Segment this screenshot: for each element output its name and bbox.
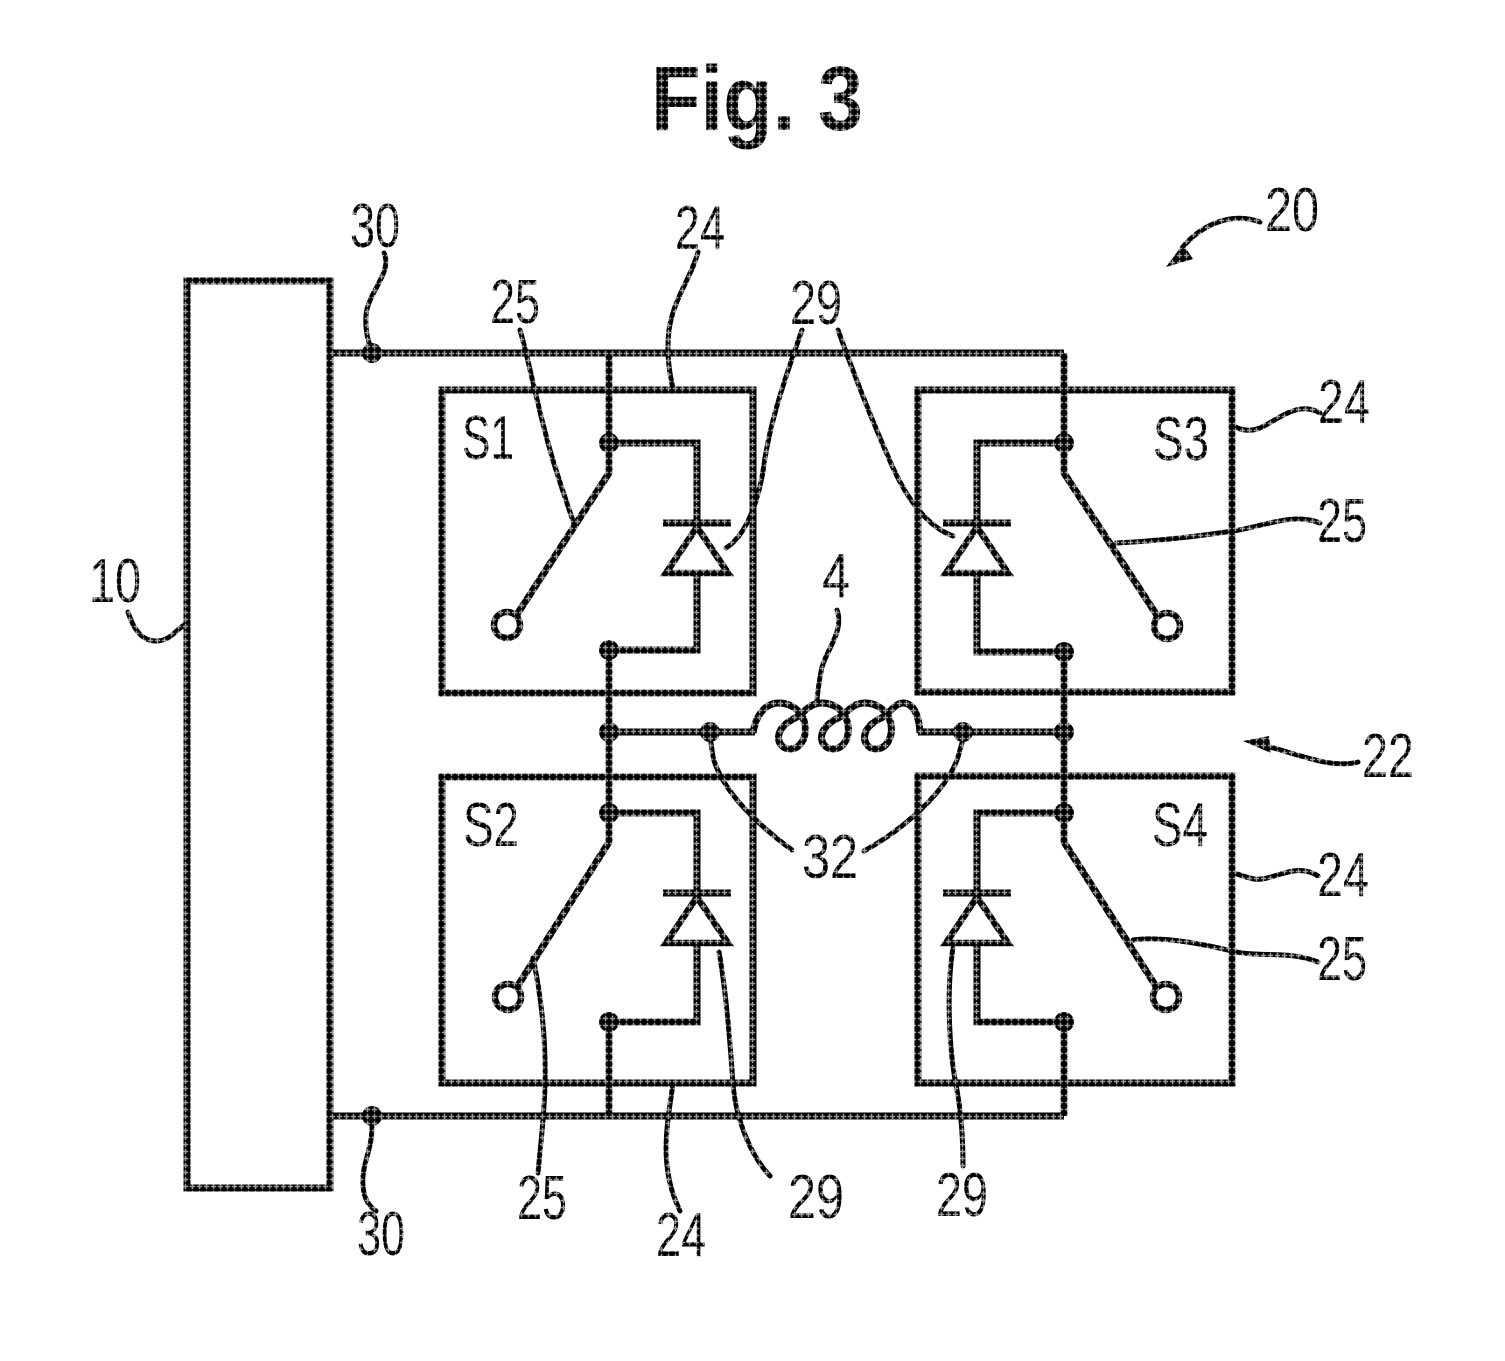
diode-s1 xyxy=(609,439,735,654)
ref-label-4: 4 xyxy=(822,542,850,611)
ref-label-25-top: 25 xyxy=(490,268,540,337)
diode-s2 xyxy=(609,809,735,1026)
node-s2-top xyxy=(599,803,619,823)
leader-32-right xyxy=(861,740,965,854)
leader-10 xyxy=(125,609,189,644)
leader-25-s3 xyxy=(1113,516,1323,546)
arrow-20-head xyxy=(1166,244,1193,267)
ref-label-29-bottom-left: 29 xyxy=(788,1163,844,1232)
node-s1-bottom xyxy=(599,640,619,660)
leader-30-bottom xyxy=(360,1124,379,1214)
switch-blade-s1 xyxy=(513,443,613,618)
leader-24-s4 xyxy=(1229,868,1321,882)
ref-label-25-bottom: 25 xyxy=(517,1164,567,1233)
ref-label-30-bottom: 30 xyxy=(357,1200,405,1269)
module-label-s3: S3 xyxy=(1153,405,1209,474)
module-label-s4: S4 xyxy=(1152,791,1208,860)
leader-25-bottom xyxy=(530,955,548,1176)
switch-blade-s4 xyxy=(1060,813,1160,990)
ref-label-29-bottom-right: 29 xyxy=(936,1161,988,1230)
ref-label-24-s3: 24 xyxy=(1318,368,1370,437)
module-label-s1: S1 xyxy=(462,404,514,473)
ref-label-24-bottom: 24 xyxy=(656,1201,706,1270)
ref-label-24-s4: 24 xyxy=(1317,841,1369,910)
switch-contact-s3 xyxy=(1150,609,1184,643)
leader-25-s4 xyxy=(1130,936,1321,965)
switch-contact-s4 xyxy=(1149,980,1183,1014)
node-center-rail-left-junction xyxy=(599,722,619,742)
leader-29-bottom-left xyxy=(716,949,773,1179)
switch-blade-s2 xyxy=(514,813,613,989)
node-s3-bottom xyxy=(1054,642,1074,662)
ref-label-22: 22 xyxy=(1362,722,1414,791)
diode-s3 xyxy=(939,439,1064,656)
switch-contact-s1 xyxy=(490,608,524,642)
node-32-right xyxy=(953,722,973,742)
ref-label-29-top: 29 xyxy=(790,269,842,338)
arrow-20-shaft xyxy=(1179,215,1263,251)
node-s4-top xyxy=(1054,803,1074,823)
arrow-22-head xyxy=(1243,736,1271,753)
node-s2-bottom xyxy=(599,1012,619,1032)
ref-label-30-top: 30 xyxy=(350,192,400,261)
node-top-rail xyxy=(362,343,382,363)
ref-label-24-top: 24 xyxy=(675,194,725,263)
diode-triangle-s2 xyxy=(659,891,735,947)
leader-24-bottom xyxy=(663,1081,683,1214)
ref-label-10: 10 xyxy=(89,547,141,616)
leader-29-bottom-right xyxy=(946,945,966,1169)
leader-29-top-left xyxy=(723,327,805,551)
leader-24-s3 xyxy=(1229,406,1323,433)
node-center-rail-right-junction xyxy=(1054,722,1074,742)
inductor-coil xyxy=(749,699,924,753)
node-s3-top xyxy=(1054,433,1074,453)
diode-triangle-s1 xyxy=(659,521,735,577)
ref-label-32: 32 xyxy=(802,823,858,892)
node-bottom-rail xyxy=(362,1106,382,1126)
switch-blade-s3 xyxy=(1060,443,1161,619)
figure-title: Fig. 3 xyxy=(651,48,863,150)
node-32-left xyxy=(700,722,720,742)
ref-label-20: 20 xyxy=(1265,176,1319,245)
switch-contact-s2 xyxy=(491,980,525,1014)
node-s1-top xyxy=(599,433,619,453)
module-label-s2: S2 xyxy=(463,791,519,860)
diode-triangle-s4 xyxy=(939,891,1015,947)
leader-25-top xyxy=(517,327,577,527)
leader-4 xyxy=(814,607,842,706)
module-housings xyxy=(438,386,1236,1087)
node-s4-bottom xyxy=(1054,1012,1074,1032)
leader-29-top-right xyxy=(835,327,956,539)
leader-30-top xyxy=(363,250,389,353)
arrow-22-shaft xyxy=(1267,744,1361,767)
diode-triangle-s3 xyxy=(939,521,1015,577)
supply-block xyxy=(183,277,334,1192)
diode-s4 xyxy=(939,809,1064,1026)
leader-24-top xyxy=(665,249,701,392)
ref-label-25-s4: 25 xyxy=(1317,925,1367,994)
ref-label-25-s3: 25 xyxy=(1317,487,1367,556)
